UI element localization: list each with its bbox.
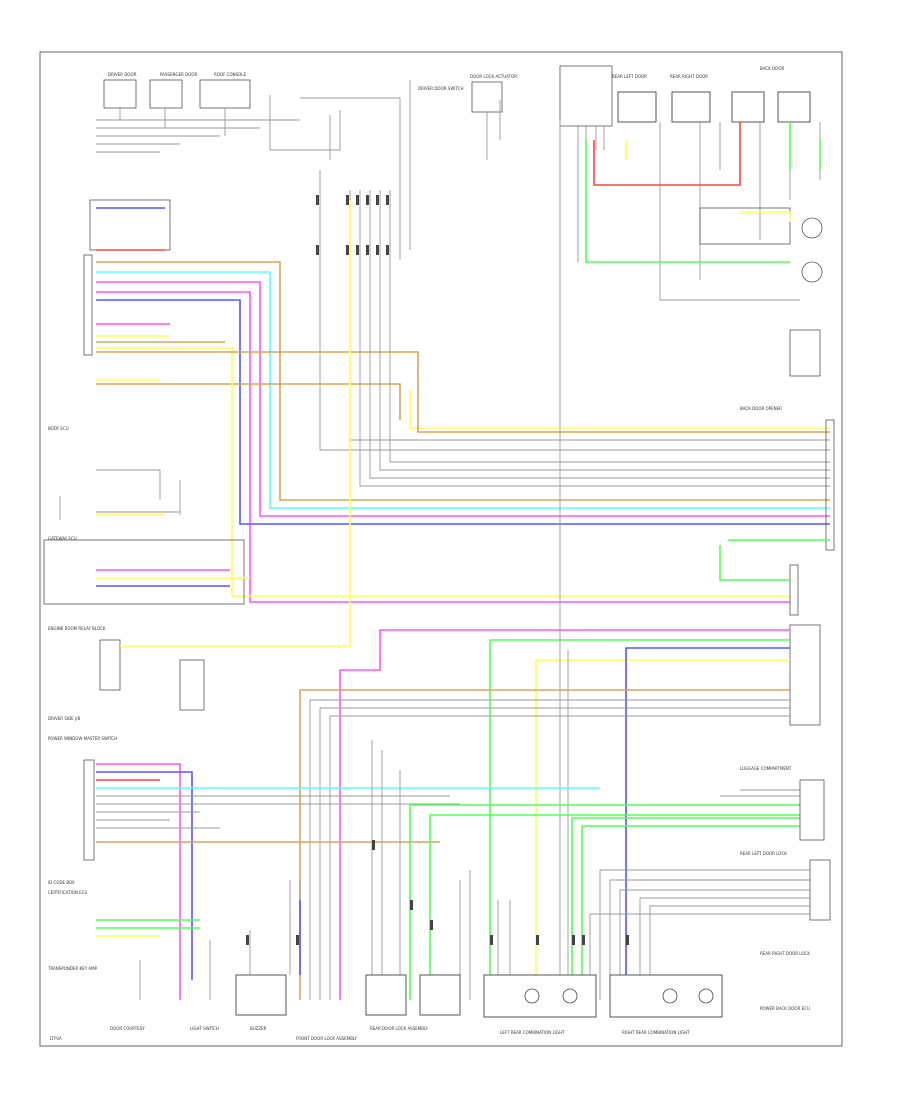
wire-green-top — [585, 122, 791, 263]
wire-green-rl-3 — [571, 817, 800, 1000]
bottom-label-2: BUZZER — [250, 1026, 267, 1031]
top-label-0: DRIVER DOOR — [108, 72, 137, 77]
wire-orange-mid — [96, 383, 401, 420]
top-label-6: REAR RIGHT DOOR — [670, 74, 708, 79]
top-switch-cluster — [96, 79, 411, 260]
bottom-components — [139, 880, 723, 1018]
bottom-label-5: LEFT REAR COMBINATION LIGHT — [500, 1030, 565, 1035]
wire-green-v1 — [489, 639, 790, 1000]
left-label-0: BODY ECU — [48, 426, 69, 431]
wire-blue-ll — [96, 771, 193, 980]
wire-green-right-1 — [719, 539, 830, 581]
wire-yellow-right — [409, 390, 830, 429]
wire-green-rl-1 — [409, 804, 800, 1000]
wire-yellow-top — [625, 140, 791, 222]
wire-green-rl-5 — [96, 919, 200, 929]
connector-markers — [246, 195, 629, 945]
top-label-3: DRIVER DOOR SWITCH — [418, 86, 463, 91]
right-label-4: POWER BACK DOOR ECU — [760, 1006, 810, 1011]
right-mid-connector — [789, 419, 835, 726]
wire-pink-ll — [96, 763, 181, 1000]
right-lower-connectors — [799, 779, 831, 921]
bottom-label-6: RIGHT REAR COMBINATION LIGHT — [622, 1030, 690, 1035]
bottom-label-4: REAR DOOR LOCK ASSEMBLY — [370, 1026, 429, 1031]
top-label-1: PASSENGER DOOR — [160, 72, 198, 77]
left-label-6: CERTIFICATION ECU — [48, 890, 87, 895]
top-label-7: BACK DOOR — [760, 66, 784, 71]
gray-bus-lines — [319, 200, 830, 487]
left-label-3: DRIVER SIDE J/B — [48, 716, 80, 721]
right-label-1: LUGGAGE COMPARTMENT — [740, 766, 792, 771]
left-label-1: GATEWAY ECU — [48, 536, 77, 541]
wire-pink-vertical — [339, 629, 790, 1000]
left-label-2: ENGINE ROOM RELAY BLOCK — [48, 626, 106, 631]
wire-blue-bus — [96, 299, 830, 525]
left-label-5: ID CODE BOX — [48, 880, 75, 885]
left-lower-block — [83, 759, 95, 861]
bottom-label-1: LIGHT SWITCH — [190, 1026, 219, 1031]
bottom-label-3: FRONT DOOR LOCK ASSEMBLY — [296, 1036, 358, 1041]
left-label-4: POWER WINDOW MASTER SWITCH — [48, 736, 117, 741]
top-label-4: DOOR LOCK ACTUATOR — [470, 74, 517, 79]
wire-orange-bus — [96, 261, 830, 501]
diagram-frame — [39, 51, 843, 1047]
wire-yellow-left — [96, 513, 250, 579]
wire-blue-v1 — [625, 647, 790, 1000]
left-label-7: TRANSPONDER KEY AMP — [47, 966, 98, 971]
wire-orange-right — [96, 351, 830, 433]
left-upper-connector — [83, 199, 171, 356]
wire-yellow-long — [96, 347, 790, 597]
wire-cyan-bus — [96, 271, 830, 509]
right-label-3: REAR RIGHT DOOR LOCK — [760, 951, 810, 956]
wire-green-rl-2 — [429, 814, 800, 1000]
footer-code: LTF6A — [50, 1036, 62, 1041]
bottom-label-0: DOOR COURTESY — [110, 1026, 145, 1031]
wire-yellow-vertical — [120, 200, 351, 647]
left-mid-blocks — [43, 469, 245, 711]
wire-red-top — [593, 122, 741, 186]
wire-yellow-v1 — [535, 659, 790, 1000]
wire-yellow-short — [96, 335, 170, 381]
right-label-2: REAR LEFT DOOR LOCK — [740, 851, 787, 856]
wire-pink-bus-1 — [96, 281, 830, 517]
wire-pink-bus-2 — [96, 291, 790, 603]
top-label-2: ROOF CONSOLE — [214, 72, 246, 77]
tiny-labels: LTF6A DRIVER DOOR PASSENGER DOOR ROOF CO… — [47, 66, 810, 1041]
top-label-5: REAR LEFT DOOR — [612, 74, 647, 79]
right-top-connectors — [577, 122, 823, 377]
right-label-0: BACK DOOR OPENER — [740, 406, 782, 411]
top-center-relays — [471, 65, 811, 160]
